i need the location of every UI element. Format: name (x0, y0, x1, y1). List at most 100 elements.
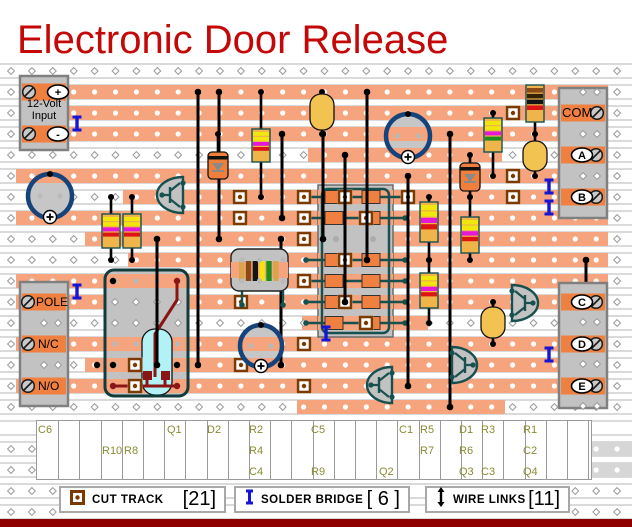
hole-diamond (612, 402, 622, 412)
transistor (155, 175, 186, 215)
hole-diamond (48, 66, 57, 76)
screw-terminal[interactable] (20, 294, 36, 310)
hole-diamond (48, 234, 57, 244)
hole-dot (154, 215, 160, 221)
hole-dot (468, 404, 474, 410)
hole-diamond (111, 66, 120, 76)
hole-dot (468, 341, 474, 347)
screw-terminal[interactable] (21, 126, 37, 142)
screw-terminal[interactable] (589, 105, 605, 121)
hole-diamond (90, 66, 99, 76)
resistor-band (124, 217, 140, 221)
component-ref-label: R3 (481, 424, 496, 436)
hole-dot (363, 341, 369, 347)
screw-terminal[interactable] (20, 378, 36, 394)
hole-diamond (6, 507, 16, 517)
ic-pad (324, 274, 344, 288)
hole-dot (530, 257, 537, 263)
hole-diamond (612, 255, 622, 265)
legend-wire-links: WIRE LINKS [11] (425, 486, 570, 513)
hole-dot (509, 362, 516, 368)
hole-diamond (110, 318, 120, 328)
hole-dot (509, 383, 516, 389)
grid-line (482, 421, 484, 479)
hole-dot (551, 173, 558, 179)
hole-dot (238, 131, 244, 137)
hole-dot (509, 341, 516, 347)
hole-dot (489, 383, 495, 389)
resistor-band (421, 276, 437, 281)
component-ref-label: R1 (523, 424, 538, 436)
diode-band (208, 156, 228, 160)
hole-diamond (90, 318, 99, 328)
screw-terminal[interactable] (20, 336, 36, 352)
wire-link (278, 130, 286, 222)
hole-dot (551, 278, 558, 284)
legend-count: [ 6 ] (366, 488, 400, 510)
diode (207, 131, 229, 180)
hole-dot (489, 404, 495, 410)
hole-dot (447, 110, 453, 116)
hole-dot (112, 89, 119, 95)
hole-dot (301, 131, 307, 137)
hole-diamond (27, 150, 37, 160)
resistor (122, 194, 142, 263)
hole-diamond (111, 402, 120, 412)
grid-line (376, 421, 378, 479)
hole-dot (530, 383, 537, 389)
hole-diamond (132, 402, 141, 412)
resistor-band (527, 93, 543, 99)
resistor-band (485, 131, 501, 136)
hole-diamond (592, 66, 601, 76)
resistor (101, 194, 121, 263)
hole-diamond (362, 66, 371, 76)
resistor-band (485, 121, 501, 125)
component-ref-label: C6 (38, 424, 53, 436)
legend-label: WIRE LINKS (453, 493, 526, 506)
terminal-label: N/C (38, 337, 59, 351)
bottom-bar (0, 519, 632, 527)
grid-line (461, 421, 462, 479)
wire-links-icon (436, 487, 446, 512)
hole-diamond (612, 486, 622, 496)
hole-diamond (236, 402, 246, 412)
hole-diamond (508, 66, 517, 76)
hole-diamond (6, 255, 16, 265)
grid-line (121, 421, 123, 479)
screw-terminal[interactable] (21, 84, 37, 100)
hole-diamond (592, 401, 602, 411)
hole-dot (154, 173, 160, 179)
grid-line (524, 421, 526, 479)
grid-line (79, 421, 81, 479)
hole-dot (551, 257, 558, 263)
hole-diamond (48, 150, 57, 160)
hole-diamond (27, 66, 37, 76)
legend-label: CUT TRACK (92, 493, 164, 506)
hole-dot (71, 110, 77, 116)
terminal-label: COM (562, 105, 592, 120)
hole-diamond (6, 297, 16, 307)
resistor-band (421, 205, 437, 211)
hole-dot (217, 341, 223, 347)
hole-dot (551, 341, 558, 347)
hole-dot (217, 362, 223, 368)
hole-diamond (571, 66, 580, 76)
hole-diamond (529, 402, 538, 412)
capacitor (480, 299, 506, 347)
hole-dot (405, 89, 411, 95)
hole-diamond (487, 66, 496, 76)
hole-dot (154, 89, 160, 95)
terminal-label: N/O (38, 379, 59, 393)
hole-diamond (592, 171, 602, 181)
hole-dot (92, 173, 98, 179)
hole-dot (426, 383, 432, 389)
hole-dot (175, 236, 181, 242)
cut-track-mark (296, 336, 312, 352)
hole-dot (238, 383, 244, 389)
hole-dot (489, 89, 495, 95)
hole-diamond (6, 87, 16, 97)
diode-band (460, 167, 480, 171)
hole-diamond (39, 318, 49, 328)
hole-diamond (571, 486, 580, 496)
